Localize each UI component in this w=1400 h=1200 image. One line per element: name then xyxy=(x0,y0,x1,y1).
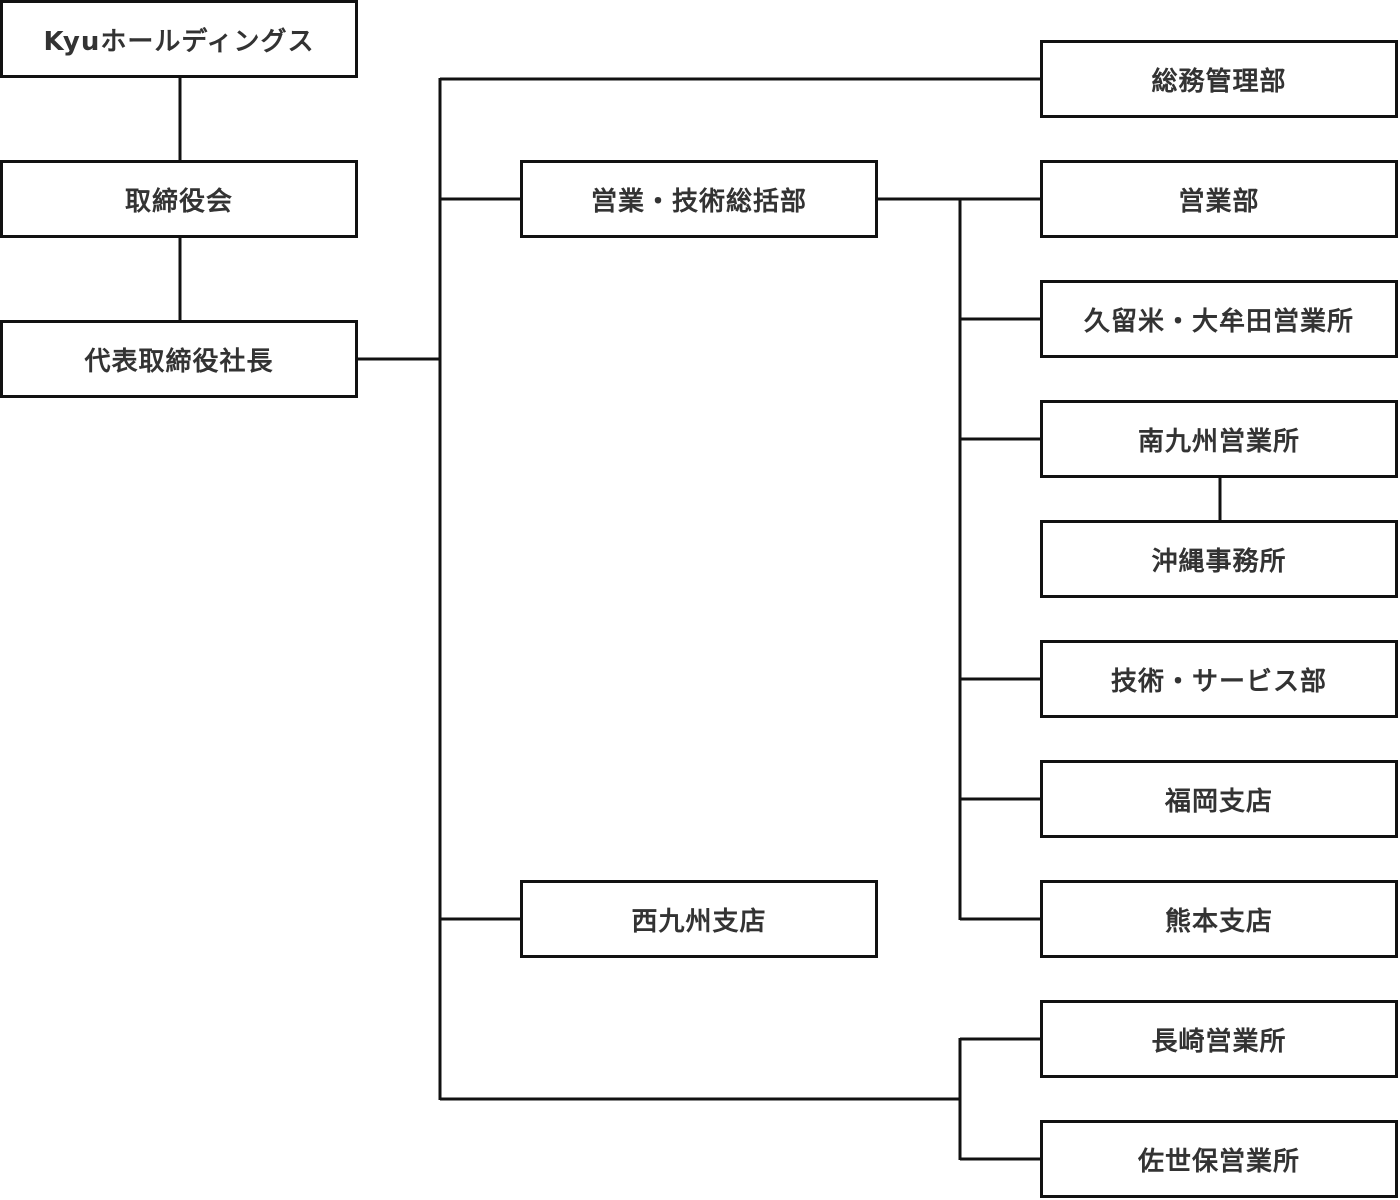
node-kurume-omuta: 久留米・大牟田営業所 xyxy=(1040,280,1398,358)
node-board: 取締役会 xyxy=(0,160,358,238)
node-fukuoka: 福岡支店 xyxy=(1040,760,1398,838)
node-sales-tech-hq: 営業・技術総括部 xyxy=(520,160,878,238)
node-sasebo: 佐世保営業所 xyxy=(1040,1120,1398,1198)
node-general-affairs: 総務管理部 xyxy=(1040,40,1398,118)
node-kumamoto: 熊本支店 xyxy=(1040,880,1398,958)
node-president: 代表取締役社長 xyxy=(0,320,358,398)
node-south-kyushu: 南九州営業所 xyxy=(1040,400,1398,478)
node-west-kyushu: 西九州支店 xyxy=(520,880,878,958)
node-nagasaki: 長崎営業所 xyxy=(1040,1000,1398,1078)
node-tech-service: 技術・サービス部 xyxy=(1040,640,1398,718)
node-sales: 営業部 xyxy=(1040,160,1398,238)
node-okinawa: 沖縄事務所 xyxy=(1040,520,1398,598)
node-holdings: Kyuホールディングス xyxy=(0,0,358,78)
